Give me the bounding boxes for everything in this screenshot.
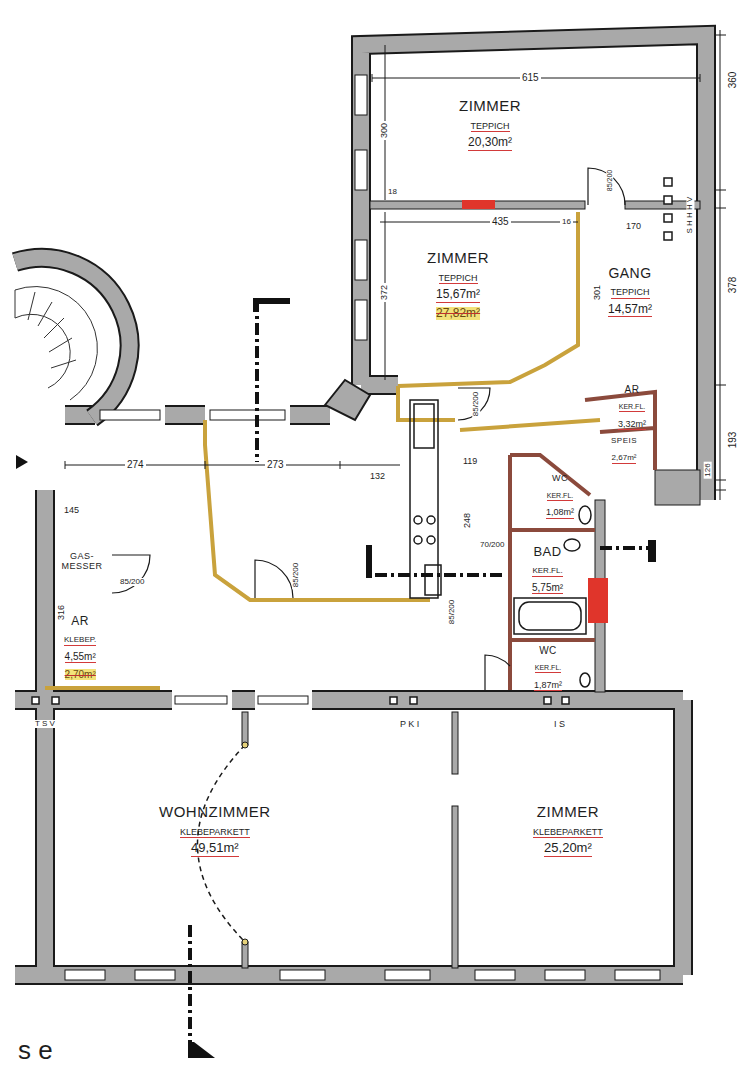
room-info: TEPPICH (471, 122, 510, 133)
room-name: ZIMMER (533, 804, 603, 821)
dimension-label: 372 (380, 283, 389, 302)
room-info: 27,82m² (436, 307, 480, 320)
dimension-label: 274 (125, 460, 146, 470)
room-info: KLEBEP. (64, 636, 96, 646)
dimension-label: 145 (62, 506, 81, 515)
dimension-label: 193 (728, 430, 738, 451)
street-text: s e (16, 1037, 55, 1063)
dimension-label: 248 (463, 511, 472, 530)
room-info: 1,08m² (546, 508, 574, 519)
dimension-label: 435 (490, 217, 511, 227)
room-info: KER.FL. (532, 567, 562, 577)
room-info: 1,87m² (534, 681, 562, 692)
room-info: 49,51m² (191, 841, 239, 856)
room-label: GAS-MESSER (59, 552, 105, 572)
dimension-label: 301 (593, 283, 602, 302)
room-name: GAS-MESSER (59, 552, 105, 572)
dimension-label: 85/200 (472, 390, 480, 418)
dimension-label: 85/200 (448, 598, 456, 626)
dimension-label: 85/200 (118, 578, 146, 586)
flue-label: I S (552, 720, 567, 729)
room-name: SPEIS (611, 437, 637, 446)
room-name: ZIMMER (459, 98, 521, 115)
dimension-label: 85/200 (606, 168, 613, 193)
dimension-label: 126 (704, 461, 712, 478)
room-label: WOHNZIMMER KLEBEPARKETT 49,51m² (159, 804, 271, 857)
room-label: WC KER.FL. 1,08m² (546, 474, 574, 519)
room-label: AR KER.FL. 3,32m² (618, 384, 646, 430)
room-label: ZIMMER TEPPICH 20,30m² (459, 98, 521, 151)
dimension-label: 85/200 (292, 561, 300, 589)
room-info: TEPPICH (439, 274, 478, 285)
room-info: KLEBEPARKETT (533, 828, 603, 839)
room-info: KLEBEPARKETT (180, 828, 250, 839)
room-name: AR (618, 384, 646, 395)
room-name: ZIMMER (427, 250, 489, 267)
room-info: 2,67m² (612, 454, 637, 464)
dimension-label: 16 (560, 218, 573, 226)
room-info: KER.FL. (535, 664, 561, 673)
room-info: 4,55m² (65, 651, 96, 663)
dimension-label: 70/200 (478, 541, 506, 549)
room-info: 25,20m² (544, 841, 592, 856)
room-name: WC (546, 474, 574, 484)
room-label: ZIMMER TEPPICH 15,67m² 27,82m² (427, 250, 489, 320)
flue-label: T S V (33, 720, 57, 728)
dimension-label: 378 (728, 275, 738, 296)
room-info: 2,70m² (65, 669, 96, 680)
room-info: KER.FL. (619, 403, 645, 412)
room-info: 14,57m² (608, 303, 652, 317)
room-info: 20,30m² (468, 136, 512, 150)
room-info: KER.FL. (547, 492, 573, 501)
room-name: BAD (532, 545, 563, 559)
room-info: 15,67m² (436, 288, 480, 302)
dimension-label: 170 (624, 222, 643, 231)
room-label: AR KLEBEP. 4,55m² 2,70m² (64, 615, 96, 681)
dimension-label: 316 (57, 603, 66, 622)
room-info: 5,75m² (532, 582, 563, 594)
room-name: WC (534, 645, 562, 656)
dimension-label: 18 (386, 188, 399, 196)
room-name: AR (64, 615, 96, 628)
room-name: WOHNZIMMER (159, 804, 271, 821)
dimension-label: 615 (520, 73, 541, 83)
room-label: SPEIS 2,67m² (611, 437, 637, 464)
room-name: GANG (608, 266, 652, 281)
room-label: ZIMMER KLEBEPARKETT 25,20m² (533, 804, 603, 857)
room-info: TEPPICH (611, 288, 650, 299)
dimension-label: 119 (461, 457, 479, 466)
dimension-label: 360 (728, 70, 738, 91)
flue-label: S H H H V (686, 195, 694, 236)
dimension-label: 300 (380, 121, 389, 140)
dimension-label: 132 (368, 472, 387, 481)
flue-label: P K I (398, 720, 421, 729)
room-label: GANG TEPPICH 14,57m² (608, 266, 652, 317)
room-label: BAD KER.FL. 5,75m² (532, 545, 563, 595)
room-info: 3,32m² (618, 420, 646, 431)
dimension-label: 273 (265, 460, 286, 470)
room-label: WC KER.FL. 1,87m² (534, 645, 562, 691)
